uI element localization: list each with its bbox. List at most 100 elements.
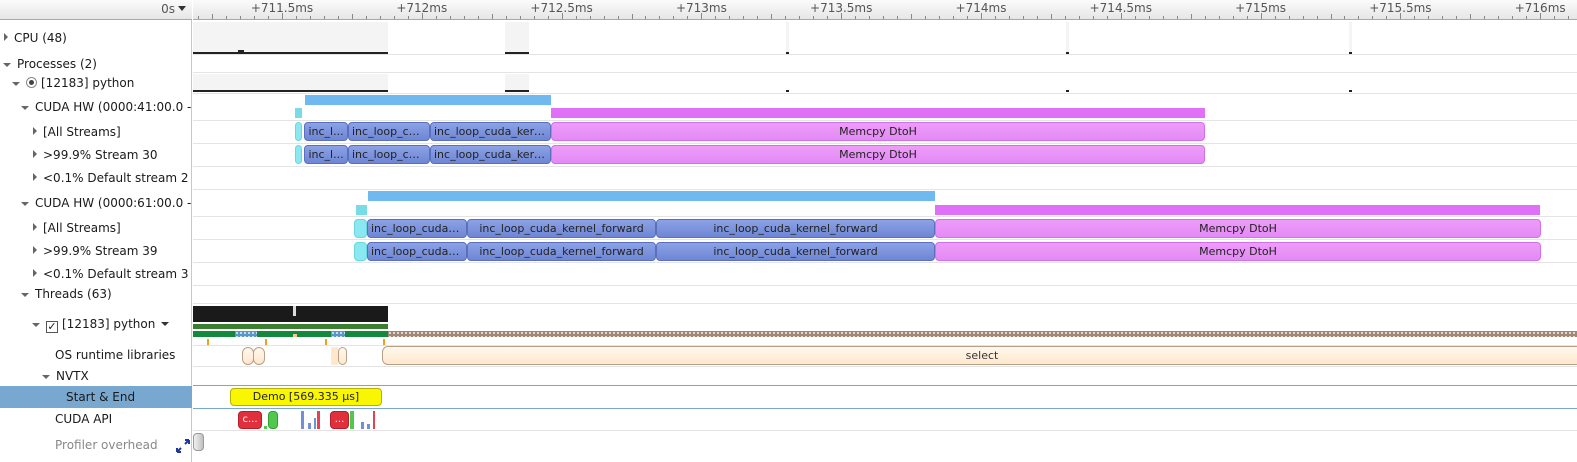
row-nvtx[interactable]: NVTX: [0, 367, 192, 385]
kernel-bar[interactable]: inc_loop_cuda_kern...: [430, 145, 551, 164]
cpu-utilization-area[interactable]: [1349, 22, 1352, 53]
memcpy-dtoh-bar[interactable]: Memcpy DtoH: [551, 145, 1205, 164]
kernel-bar[interactable]: inc_loop_cu...: [348, 122, 430, 141]
memcpy-htod-bar[interactable]: [354, 219, 367, 238]
os-runtime-select-call[interactable]: select: [382, 346, 1577, 365]
expand-arrow-icon[interactable]: [33, 269, 37, 277]
kernel-bar[interactable]: inc_loop_cuda_kernel_forward: [467, 242, 656, 261]
thread-state-running[interactable]: [193, 331, 388, 337]
collapse-arrow-icon[interactable]: [3, 63, 11, 67]
row-start-end[interactable]: Start & End: [0, 386, 192, 408]
kernel-bar[interactable]: inc_loop_cu...: [348, 145, 430, 164]
process-radio-icon[interactable]: [26, 77, 37, 88]
kernel-bar[interactable]: inc_loop_cuda_kernel_forward: [656, 219, 935, 238]
row-stream-30[interactable]: >99.9% Stream 30: [0, 146, 192, 164]
nvtx-range[interactable]: Demo [569.335 µs]: [230, 388, 382, 406]
expand-diagonal-icon[interactable]: [176, 439, 190, 453]
cuda-api-call[interactable]: c...: [238, 411, 262, 429]
cuda-api-sliver[interactable]: [350, 411, 354, 429]
cpu-utilization-area[interactable]: [1066, 22, 1069, 53]
row-cpu[interactable]: CPU (48): [0, 29, 192, 47]
cuda-api-sliver[interactable]: [373, 411, 375, 429]
cuda-api-call[interactable]: ...: [330, 411, 349, 429]
os-runtime-call[interactable]: [338, 347, 347, 365]
kernel-bar[interactable]: inc_loop_cuda_kern...: [430, 122, 551, 141]
ruler-tick: [603, 16, 605, 19]
memcpy-htod-bar[interactable]: [295, 145, 302, 164]
thread-checkbox[interactable]: ✓: [46, 320, 58, 333]
expand-arrow-icon[interactable]: [4, 33, 8, 41]
time-ruler[interactable]: +711.5ms+712ms+712.5ms+713ms+713.5ms+714…: [193, 0, 1577, 20]
time-origin-dropdown[interactable]: 0s: [161, 2, 186, 16]
memcpy-htod-bar[interactable]: [295, 122, 302, 141]
row-all-streams-2[interactable]: [All Streams]: [0, 219, 192, 237]
memcpy-htod-bar[interactable]: [354, 242, 367, 261]
expand-arrow-icon[interactable]: [33, 173, 37, 181]
thread-state-blocked[interactable]: [388, 331, 1577, 337]
cuda-api-sliver[interactable]: [308, 423, 311, 429]
cpu-utilization-area[interactable]: [786, 22, 789, 53]
collapse-arrow-icon[interactable]: [32, 323, 40, 327]
thread-state-marker: [293, 334, 297, 337]
row-processes[interactable]: Processes (2): [0, 55, 192, 73]
cuda-api-sliver[interactable]: [317, 411, 320, 429]
timeline-view[interactable]: +711.5ms+712ms+712.5ms+713ms+713.5ms+714…: [193, 0, 1577, 462]
thread-state-running[interactable]: [193, 324, 388, 329]
os-runtime-call[interactable]: [331, 347, 338, 365]
collapse-arrow-icon[interactable]: [21, 293, 29, 297]
row-default-stream-2[interactable]: <0.1% Default stream 2: [0, 169, 192, 187]
collapse-arrow-icon[interactable]: [42, 375, 50, 379]
row-all-streams-1[interactable]: [All Streams]: [0, 123, 192, 141]
ruler-tick: [268, 16, 270, 19]
row-stream-39[interactable]: >99.9% Stream 39: [0, 242, 192, 260]
row-threads[interactable]: Threads (63): [0, 285, 192, 303]
thread-state-syscall[interactable]: [235, 331, 257, 337]
thread-cpu-usage[interactable]: [193, 306, 388, 322]
os-runtime-call[interactable]: [253, 347, 265, 365]
row-cuda-hw-2[interactable]: CUDA HW (0000:61:00.0 -: [0, 194, 192, 212]
cuda-api-sliver[interactable]: [301, 411, 304, 429]
process-utilization-area[interactable]: [505, 74, 529, 92]
row-thread-python[interactable]: ✓[12183] python: [0, 315, 192, 333]
kernel-bar[interactable]: inc_loop_cuda_kernel_forward: [656, 242, 935, 261]
process-utilization-area[interactable]: [193, 74, 388, 92]
cpu-utilization-area[interactable]: [193, 22, 388, 53]
cuda-api-sliver[interactable]: [361, 422, 364, 429]
expand-arrow-icon[interactable]: [33, 246, 37, 254]
cuda-api-call[interactable]: [268, 411, 278, 429]
row-profiler-overhead[interactable]: Profiler overhead: [0, 436, 192, 454]
cuda-api-sliver[interactable]: [314, 418, 316, 429]
gpu2-kernel-summary[interactable]: [368, 191, 935, 201]
kernel-bar[interactable]: inc_l...: [304, 122, 348, 141]
collapse-arrow-icon[interactable]: [21, 106, 29, 110]
cuda-api-sliver[interactable]: [367, 424, 370, 429]
collapse-arrow-icon[interactable]: [12, 82, 20, 86]
cpu-utilization-area[interactable]: [505, 22, 529, 53]
row-cuda-hw-1[interactable]: CUDA HW (0000:41:00.0 -: [0, 98, 192, 116]
gpu1-memcpy-htod-summary[interactable]: [295, 108, 302, 118]
row-process-python[interactable]: [12183] python: [0, 74, 192, 92]
row-os-runtime[interactable]: OS runtime libraries: [0, 346, 192, 364]
gpu1-kernel-summary[interactable]: [305, 95, 551, 105]
cuda-api-sliver[interactable]: [264, 426, 267, 429]
kernel-bar[interactable]: inc_loop_cuda_...: [367, 242, 467, 261]
gpu2-memcpy-dtoh-summary[interactable]: [935, 205, 1540, 215]
gpu2-memcpy-htod-summary[interactable]: [356, 205, 367, 215]
gpu1-memcpy-dtoh-summary[interactable]: [551, 108, 1205, 118]
memcpy-dtoh-bar[interactable]: Memcpy DtoH: [551, 122, 1205, 141]
expand-arrow-icon[interactable]: [33, 150, 37, 158]
thread-menu-chevron-icon[interactable]: [161, 322, 170, 326]
ruler-tick: [435, 16, 437, 19]
row-cuda-api[interactable]: CUDA API: [0, 410, 192, 428]
thread-state-syscall[interactable]: [331, 331, 345, 337]
kernel-bar[interactable]: inc_loop_cuda_kernel_forward: [467, 219, 656, 238]
memcpy-dtoh-bar[interactable]: Memcpy DtoH: [935, 219, 1541, 238]
expand-arrow-icon[interactable]: [33, 127, 37, 135]
kernel-bar[interactable]: inc_loop_cuda_...: [367, 219, 467, 238]
memcpy-dtoh-bar[interactable]: Memcpy DtoH: [935, 242, 1541, 261]
profiler-overhead-event[interactable]: [193, 433, 204, 451]
row-default-stream-3[interactable]: <0.1% Default stream 3: [0, 265, 192, 283]
collapse-arrow-icon[interactable]: [21, 202, 29, 206]
kernel-bar[interactable]: inc_l...: [304, 145, 348, 164]
expand-arrow-icon[interactable]: [33, 223, 37, 231]
